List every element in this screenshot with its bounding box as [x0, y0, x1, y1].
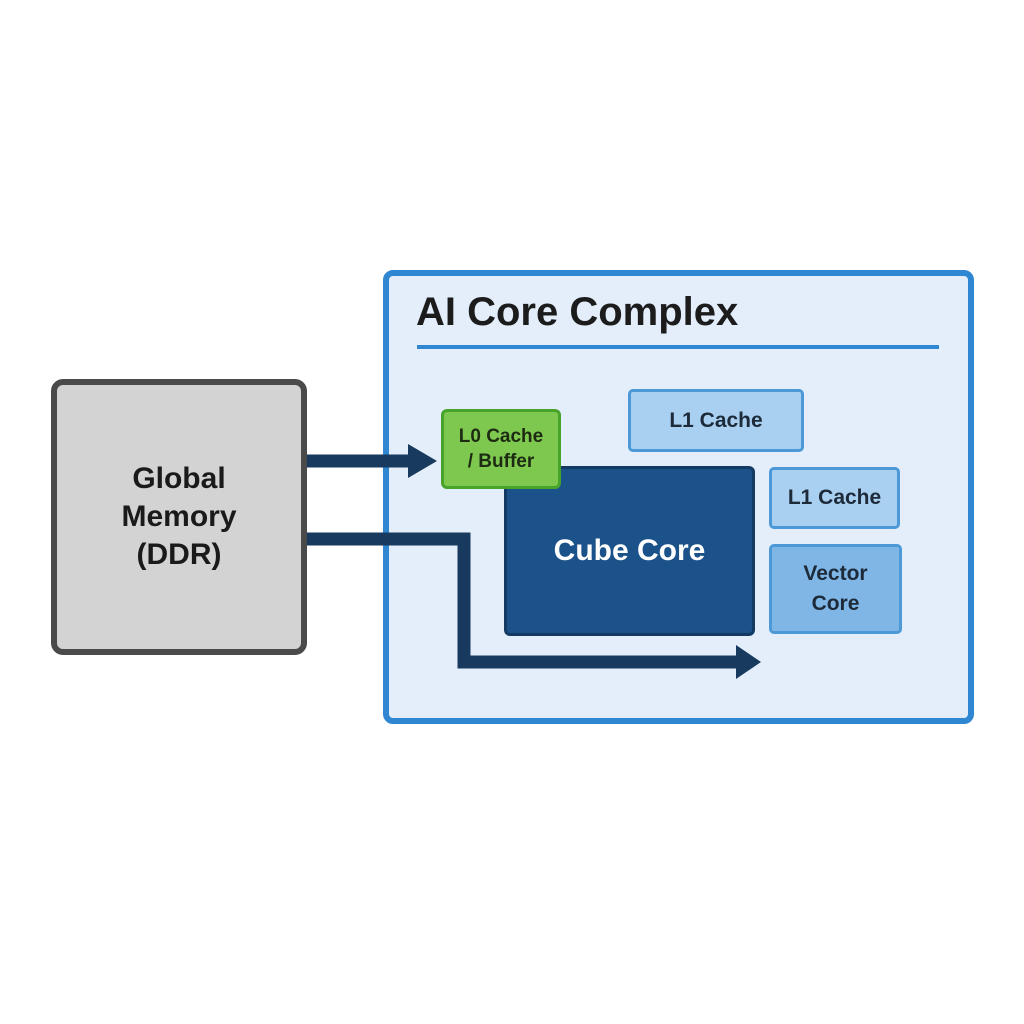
title-underline [417, 345, 939, 349]
l1-cache-top-label: L1 Cache [669, 408, 763, 432]
arrow-to-vector-path [307, 532, 761, 679]
global-memory-block: Global Memory (DDR) [51, 379, 307, 655]
l0-cache-line-1: L0 Cache [458, 426, 544, 447]
global-memory-line-2: Memory [121, 500, 237, 533]
l1-cache-right-label: L1 Cache [787, 486, 882, 509]
vector-core-block: Vector Core [769, 544, 902, 634]
l0-cache-label: L0 Cache / Buffer [459, 424, 543, 474]
arrow-to-l0-cache [307, 444, 437, 478]
ai-core-complex-title: AI Core Complex [416, 290, 739, 334]
global-memory-line-3: (DDR) [136, 538, 222, 571]
l1-cache-right-block: L1 Cache [769, 467, 900, 529]
global-memory-line-1: Global [132, 462, 226, 495]
l1-cache-top-block: L1 Cache [628, 389, 804, 452]
cube-core-block: Cube Core [504, 466, 755, 636]
vector-core-line-1: Vector [803, 562, 868, 585]
l0-cache-line-2: / Buffer [467, 451, 535, 472]
global-memory-label: Global Memory (DDR) [121, 460, 236, 574]
vector-core-label: Vector Core [803, 559, 867, 619]
l0-cache-buffer-block: L0 Cache / Buffer [441, 409, 561, 489]
vector-core-line-2: Core [811, 592, 860, 615]
cube-core-label: Cube Core [553, 534, 706, 567]
